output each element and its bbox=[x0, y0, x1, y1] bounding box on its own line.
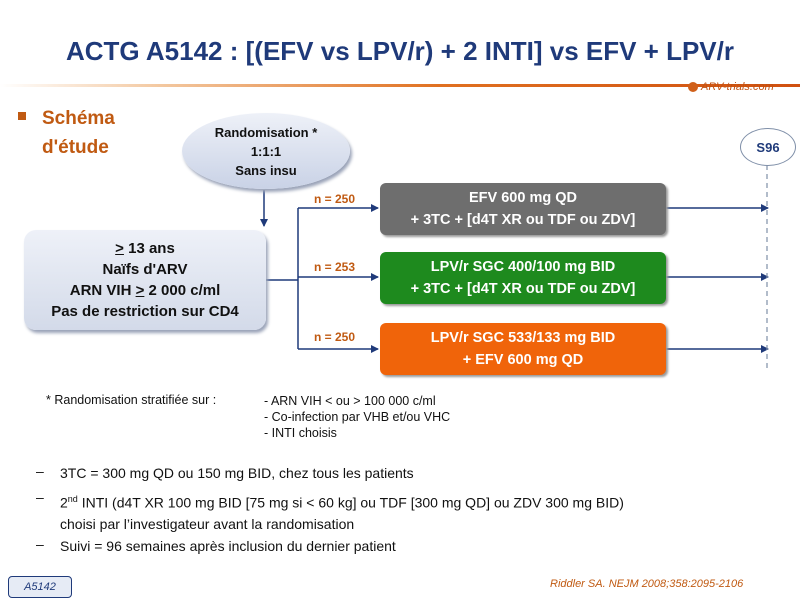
arm1-n-label: n = 250 bbox=[314, 192, 356, 206]
dash-bullet: – bbox=[36, 536, 44, 552]
arm-lpvr-box: LPV/r SGC 400/100 mg BID + 3TC + [d4T XR… bbox=[380, 252, 666, 304]
stratification-item: - Co-infection par VHB et/ou VHC bbox=[264, 410, 451, 424]
arm-line: LPV/r SGC 400/100 mg BID bbox=[430, 259, 616, 275]
note-text: 2nd INTI (d4T XR 100 mg BID [75 mg si < … bbox=[60, 489, 624, 535]
section-label-line: d'étude bbox=[42, 137, 109, 158]
stratification-item: - ARN VIH < ou > 100 000 c/ml bbox=[264, 394, 436, 408]
note-text-part: INTI (d4T XR 100 mg BID [75 mg si < 60 k… bbox=[77, 494, 624, 511]
ordinal-number: 2 bbox=[60, 494, 68, 511]
arm3-n-label: n = 250 bbox=[314, 330, 356, 344]
population-viral-load: ARN VIH > 2 000 c/ml bbox=[24, 280, 266, 301]
population-vl-pre: ARN VIH bbox=[69, 282, 136, 299]
greater-equal-symbol: > bbox=[115, 240, 124, 257]
arm2-n-label: n = 253 bbox=[314, 260, 356, 274]
population-cd4: Pas de restriction sur CD4 bbox=[51, 303, 239, 320]
randomisation-line: Sans insu bbox=[235, 162, 297, 178]
footer-study-tag: A5142 bbox=[8, 576, 72, 598]
note-item: – 2nd INTI (d4T XR 100 mg BID [75 mg si … bbox=[36, 489, 796, 533]
arv-trials-logo: ARV-trials.com bbox=[688, 78, 793, 96]
greater-equal-symbol: > bbox=[135, 282, 145, 299]
arm-lpvr-efv-box: LPV/r SGC 533/133 mg BID + EFV 600 mg QD bbox=[380, 323, 666, 375]
population-naive: Naïfs d'ARV bbox=[102, 261, 188, 278]
randomisation-ellipse: Randomisation * 1:1:1 Sans insu bbox=[182, 113, 350, 189]
section-label-line: Schéma bbox=[42, 108, 115, 129]
ordinal-suffix: nd bbox=[67, 494, 78, 504]
randomisation-line: Randomisation * bbox=[214, 124, 318, 140]
population-age: > 13 ans bbox=[24, 238, 266, 259]
bullet-square-icon bbox=[18, 112, 26, 120]
population-box: > 13 ans Naïfs d'ARV ARN VIH > 2 000 c/m… bbox=[24, 230, 266, 330]
arm-line: + EFV 600 mg QD bbox=[462, 352, 584, 368]
population-age-text: 13 ans bbox=[123, 240, 175, 257]
population-vl-post: 2 000 c/ml bbox=[144, 282, 221, 299]
page-title: ACTG A5142 : [(EFV vs LPV/r) + 2 INTI] v… bbox=[65, 36, 734, 66]
arm-line: + 3TC + [d4T XR ou TDF ou ZDV] bbox=[410, 281, 636, 297]
logo-mark-icon bbox=[688, 82, 698, 92]
note-item: – Suivi = 96 semaines après inclusion du… bbox=[36, 536, 776, 558]
arm-line: + 3TC + [d4T XR ou TDF ou ZDV] bbox=[410, 212, 636, 228]
stratification-label: * Randomisation stratifiée sur : bbox=[46, 393, 217, 407]
stratification-item: - INTI choisis bbox=[264, 426, 337, 440]
section-label: Schéma d'étude bbox=[42, 104, 152, 162]
stratification-list: - ARN VIH < ou > 100 000 c/ml - Co-infec… bbox=[264, 393, 450, 441]
logo-text: ARV-trials.com bbox=[701, 81, 774, 93]
arm-efv-box: EFV 600 mg QD + 3TC + [d4T XR ou TDF ou … bbox=[380, 183, 666, 235]
dash-bullet: – bbox=[36, 489, 44, 505]
endpoint-s96-ellipse: S96 bbox=[740, 128, 796, 166]
citation: Riddler SA. NEJM 2008;358:2095-2106 bbox=[550, 578, 744, 590]
dash-bullet: – bbox=[36, 463, 44, 479]
note-text-part: choisi par l’investigateur avant la rand… bbox=[60, 515, 355, 532]
title-divider bbox=[0, 84, 800, 87]
note-text: Suivi = 96 semaines après inclusion du d… bbox=[60, 538, 396, 554]
note-text: 3TC = 300 mg QD ou 150 mg BID, chez tous… bbox=[60, 465, 414, 481]
arm-line: EFV 600 mg QD bbox=[469, 190, 577, 206]
note-item: – 3TC = 300 mg QD ou 150 mg BID, chez to… bbox=[36, 463, 776, 485]
arm-line: LPV/r SGC 533/133 mg BID bbox=[430, 330, 616, 346]
randomisation-line: 1:1:1 bbox=[250, 143, 282, 159]
